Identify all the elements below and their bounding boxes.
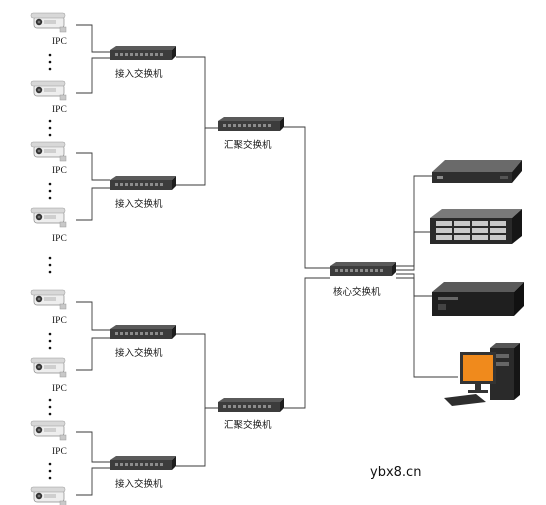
ip-camera-icon [30,357,67,378]
ip-camera-icon [30,289,67,310]
ip-camera-icon [30,420,67,441]
switch-icon [110,325,176,339]
camera-group-1: IPC IPC [30,12,67,115]
switch-icon [218,117,284,131]
aggregation-switch-1: 汇聚交换机 [218,117,284,151]
camera-label: IPC [52,234,67,244]
camera-group-2: IPC IPC [30,141,67,244]
camera-label: IPC [52,316,67,326]
ip-camera-icon [30,486,67,505]
switch-icon [330,262,396,276]
camera-label: IPC [52,37,67,47]
watermark-text: ybx8.cn [370,465,421,480]
access-switch-label: 接入交换机 [115,478,163,490]
access-switch-2: 接入交换机 [110,176,176,210]
access-switch-label: 接入交换机 [115,68,163,80]
camera-group-4: IPC [30,420,67,505]
core-switch-label: 核心交换机 [333,286,381,298]
access-switch-1: 接入交换机 [110,46,176,80]
camera-label: IPC [52,384,67,394]
switch-icon [110,46,176,60]
connection-lines [76,24,458,496]
aggregation-switch-label: 汇聚交换机 [224,419,272,431]
ip-camera-icon [30,207,67,228]
camera-label: IPC [52,166,67,176]
monitor-screen [463,355,493,381]
aggregation-switch-2: 汇聚交换机 [218,398,284,431]
access-switch-4: 接入交换机 [110,456,176,490]
switch-icon [218,398,284,412]
access-switch-3: 接入交换机 [110,325,176,359]
rack-server-1u [432,160,522,183]
camera-group-3: IPC IPC [30,289,67,394]
storage-array [430,209,522,244]
ip-camera-icon [30,80,67,101]
aggregation-switch-label: 汇聚交换机 [224,139,272,151]
switch-icon [110,456,176,470]
ip-camera-icon [30,12,67,33]
access-switch-label: 接入交换机 [115,347,163,359]
switch-icon [110,176,176,190]
core-switch: 核心交换机 [330,262,396,298]
ip-camera-icon [30,141,67,162]
camera-label: IPC [52,105,67,115]
desktop-computer [444,343,520,406]
camera-label: IPC [52,447,67,457]
ellipsis-dots [48,53,52,480]
rack-server-2u [432,282,524,316]
access-switch-label: 接入交换机 [115,198,163,210]
